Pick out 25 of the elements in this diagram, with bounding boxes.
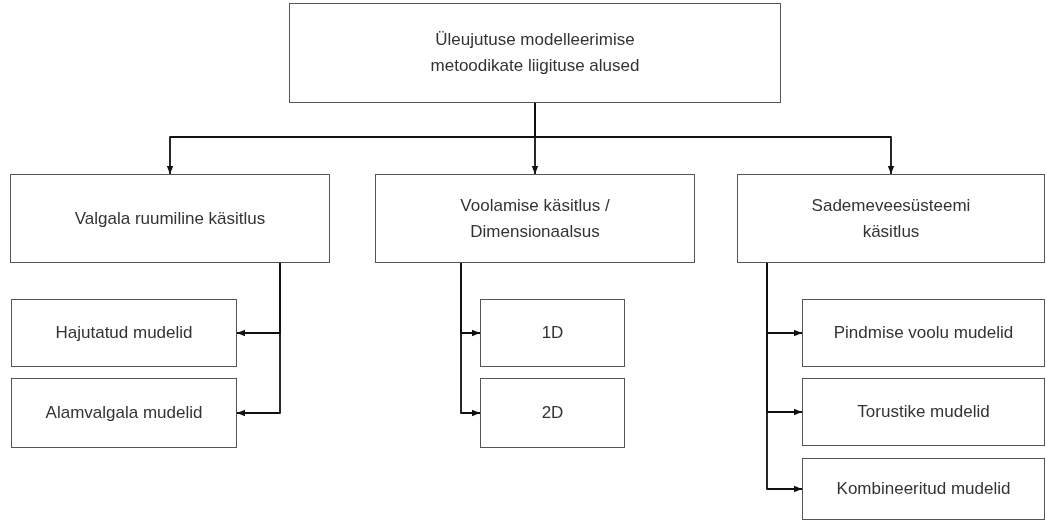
category-box <box>737 174 1045 263</box>
category-box <box>802 378 1045 446</box>
box-label: Hajutatud mudelid <box>55 322 193 344</box>
box-label: Valgala ruumiline käsitlus <box>74 207 266 230</box>
connector-arrow <box>766 262 803 493</box>
connector-arrow <box>236 262 281 417</box>
box-label: Üleujutuse modelleerimise metoodikate liigituse alused <box>429 29 641 77</box>
category-box <box>480 378 625 448</box>
box-label: 1D <box>541 322 564 344</box>
category-box <box>289 3 781 103</box>
box-label: 2D <box>541 402 564 424</box>
box-label: Kombineeritud mudelid <box>836 478 1011 500</box>
box-label: Sademeveesüsteemi käsitlus <box>810 194 972 243</box>
category-box <box>11 299 237 367</box>
connector-arrow <box>460 262 481 417</box>
category-box <box>802 299 1045 367</box>
box-label: Alamvalgala mudelid <box>45 402 203 424</box>
box-label: Voolamise käsitlus / Dimensionaalsus <box>459 194 611 243</box>
category-box <box>375 174 695 263</box>
box-label: Pindmise voolu mudelid <box>833 322 1014 344</box>
box-label: Torustike mudelid <box>857 401 990 423</box>
category-box <box>480 299 625 367</box>
category-box <box>802 458 1045 520</box>
category-box <box>10 174 330 263</box>
category-box <box>11 378 237 448</box>
